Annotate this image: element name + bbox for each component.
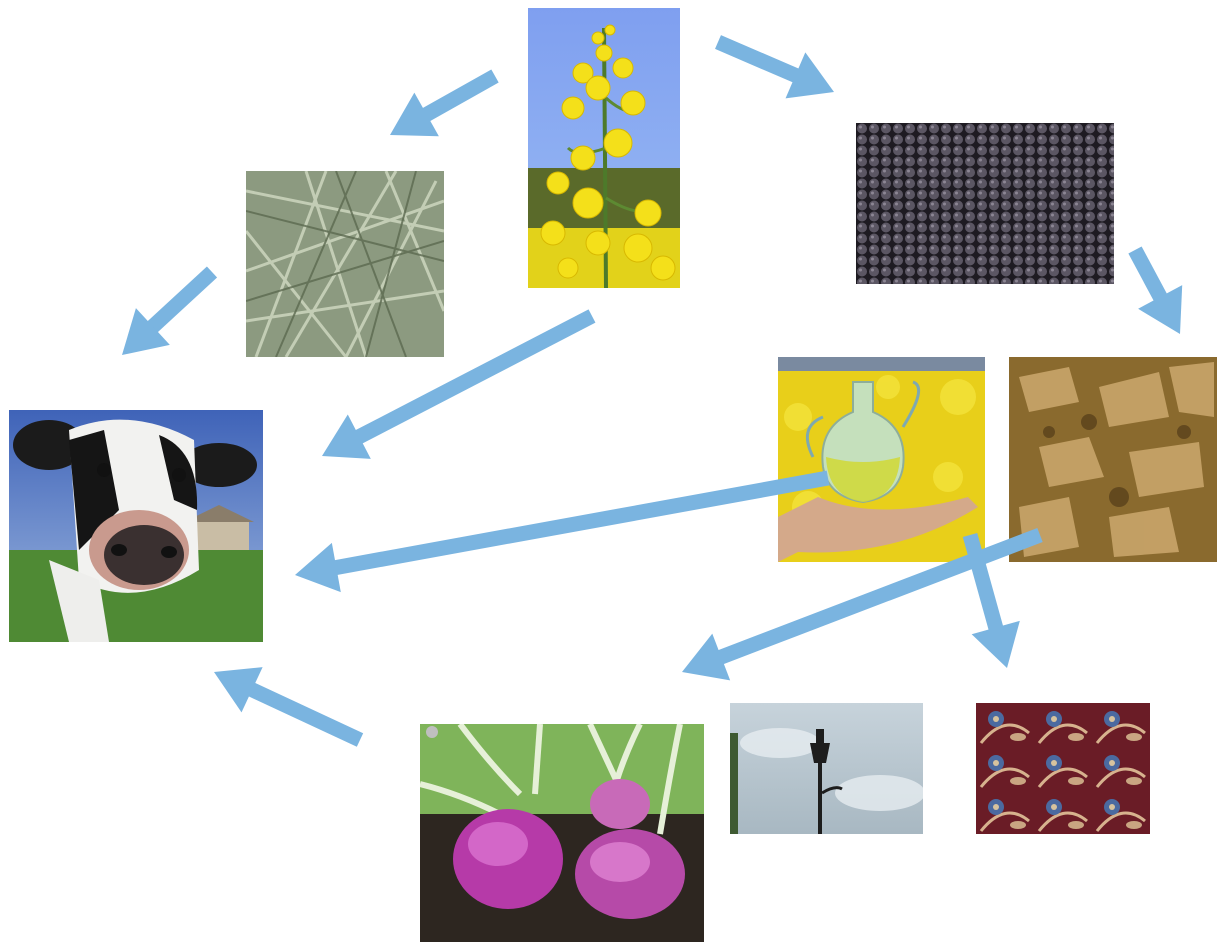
arrow-flower-to-hay-shaft — [425, 76, 495, 115]
hay-photo — [246, 171, 444, 357]
arrow-flower-to-hay — [390, 76, 495, 136]
arrow-flower-to-cow-head — [322, 414, 371, 458]
arrow-turnips-to-cow-head — [214, 667, 263, 712]
cow-photo — [9, 410, 263, 642]
arrow-hay-to-cow — [122, 272, 212, 355]
arrow-oil-to-cow-head — [295, 543, 341, 592]
rapeseed-seeds-photo — [856, 123, 1114, 284]
arrow-meal-to-turnips-head — [682, 634, 730, 681]
arrow-seeds-to-meal-head — [1138, 285, 1182, 334]
arrow-seeds-to-meal — [1135, 250, 1182, 334]
arrow-flower-to-seeds-head — [786, 52, 834, 98]
arrow-hay-to-cow-head — [122, 308, 170, 355]
arrow-flower-to-seeds-shaft — [718, 42, 797, 76]
arrow-flower-to-seeds — [718, 42, 834, 98]
arrow-oil-to-cow — [295, 478, 828, 592]
rapeseed-flower-photo — [528, 8, 680, 288]
arrow-seeds-to-meal-shaft — [1135, 250, 1161, 299]
arrow-flower-to-hay-head — [390, 93, 439, 137]
arrow-oil-to-cow-shaft — [334, 478, 828, 568]
floral-fabric-photo — [976, 703, 1150, 834]
arrow-turnips-to-cow — [214, 667, 360, 740]
street-lamp-photo — [730, 703, 923, 834]
turnips-photo — [420, 724, 704, 942]
seed-meal-photo — [1009, 357, 1217, 562]
arrow-hay-to-cow-shaft — [151, 272, 212, 328]
arrow-turnips-to-cow-shaft — [250, 689, 360, 740]
oil-carafe-photo — [778, 357, 985, 562]
arrow-oil-to-fabric-head — [972, 621, 1020, 668]
